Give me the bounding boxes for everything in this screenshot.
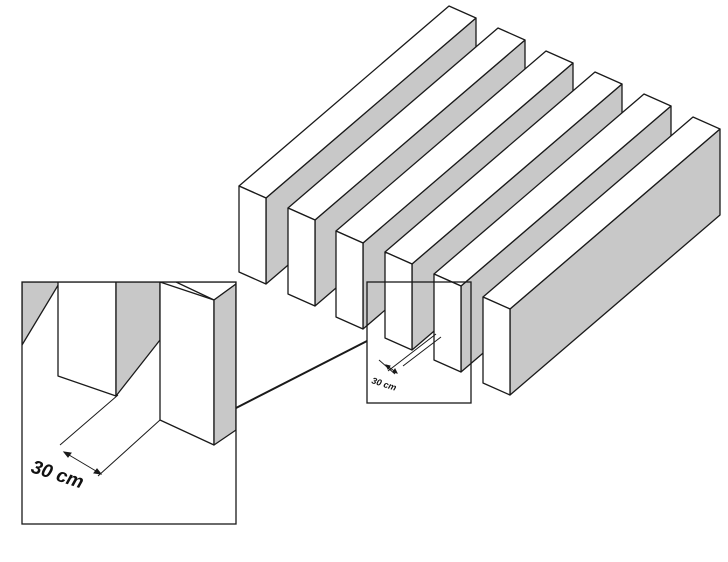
slab-front-face	[482, 296, 511, 396]
inset-slab-middle-front	[57, 282, 117, 397]
zoom-inset: 30 cm	[21, 281, 237, 525]
slab-front-face	[433, 273, 462, 373]
inset-slab-right-side	[213, 283, 236, 446]
small-dimension-label: 30 cm	[370, 375, 397, 392]
zoom-inset-frame	[21, 281, 237, 525]
slab-group	[238, 5, 721, 396]
large-dimension	[59, 394, 161, 477]
slab-front-face	[238, 185, 267, 285]
slab-front-face	[287, 207, 316, 307]
zoom-connector	[235, 340, 368, 409]
inset-slab-right-front	[159, 282, 215, 446]
selection-frame	[366, 281, 472, 404]
small-dimension	[378, 333, 442, 375]
inset-slab-middle-side	[115, 282, 161, 397]
large-dimension-label: 30 cm	[28, 457, 86, 494]
inset-slab-left-side	[22, 282, 61, 346]
slab-6	[482, 116, 721, 396]
slab-front-face	[384, 251, 413, 351]
slab-front-face	[335, 230, 364, 330]
